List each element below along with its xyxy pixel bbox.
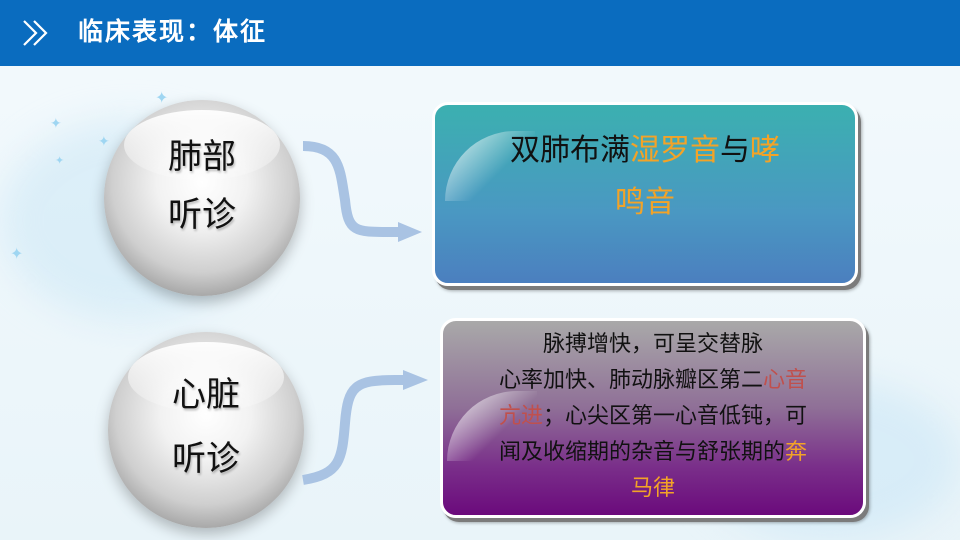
arrow-right-icon [302, 141, 422, 242]
lung-finding-text: 双肺布满湿罗音与哮 鸣音 [435, 125, 855, 229]
text-segment: 心率加快、肺动脉瓣区第二 [498, 368, 763, 393]
heart-finding-line3: 亢进；心尖区第一心音低钝，可 [443, 399, 863, 435]
highlight-gallop: 奔 [785, 440, 808, 465]
sphere-highlight [124, 110, 280, 180]
double-chevron-right-icon [23, 20, 48, 46]
arrow-right-icon [302, 370, 428, 485]
lung-auscultation-sphere: 肺部 听诊 [104, 100, 300, 296]
highlight-moist-rales: 湿罗音 [630, 133, 720, 168]
title-bar: 临床表现：体征 [0, 0, 960, 66]
heart-finding-line5: 马律 [630, 476, 675, 501]
sphere-label-line1: 肺部 [168, 137, 236, 177]
star-icon: ✦ [55, 154, 65, 167]
sphere-label-line2: 听诊 [168, 195, 236, 235]
highlight-wheeze: 哮 [750, 133, 780, 168]
heart-auscultation-sphere: 心脏 听诊 [108, 332, 304, 528]
highlight-wheeze-cont: 鸣音 [615, 185, 675, 220]
star-icon: ✦ [98, 134, 110, 150]
sphere-label-line2: 听诊 [172, 439, 240, 479]
star-icon: ✦ [155, 88, 169, 107]
heart-finding-line2: 心率加快、肺动脉瓣区第二心音 [443, 363, 863, 399]
heart-finding-line1: 脉搏增快，可呈交替脉 [542, 332, 763, 357]
sphere-highlight [128, 342, 284, 412]
lung-finding-line1: 双肺布满湿罗音与哮 [435, 125, 855, 177]
text-segment: 双肺布满 [510, 133, 630, 168]
sphere-label-line1: 心脏 [172, 375, 240, 415]
highlight-accentuated: 亢进 [498, 404, 543, 429]
lung-finding-line2: 鸣音 [435, 177, 855, 229]
heart-finding-line4: 闻及收缩期的杂音与舒张期的奔 [443, 435, 863, 471]
star-icon: ✦ [50, 116, 62, 132]
text-segment: ；心尖区第一心音低钝，可 [543, 404, 808, 429]
star-icon: ✦ [10, 244, 24, 263]
heart-finding-box: 脉搏增快，可呈交替脉 心率加快、肺动脉瓣区第二心音 亢进；心尖区第一心音低钝，可… [440, 318, 866, 518]
lung-finding-box: 双肺布满湿罗音与哮 鸣音 [432, 102, 858, 286]
text-segment: 与 [720, 133, 750, 168]
page-title: 临床表现：体征 [78, 17, 268, 46]
text-segment: 闻及收缩期的杂音与舒张期的 [498, 440, 785, 465]
highlight-heart-sound: 心音 [763, 368, 808, 393]
heart-finding-text: 脉搏增快，可呈交替脉 心率加快、肺动脉瓣区第二心音 亢进；心尖区第一心音低钝，可… [443, 327, 863, 507]
